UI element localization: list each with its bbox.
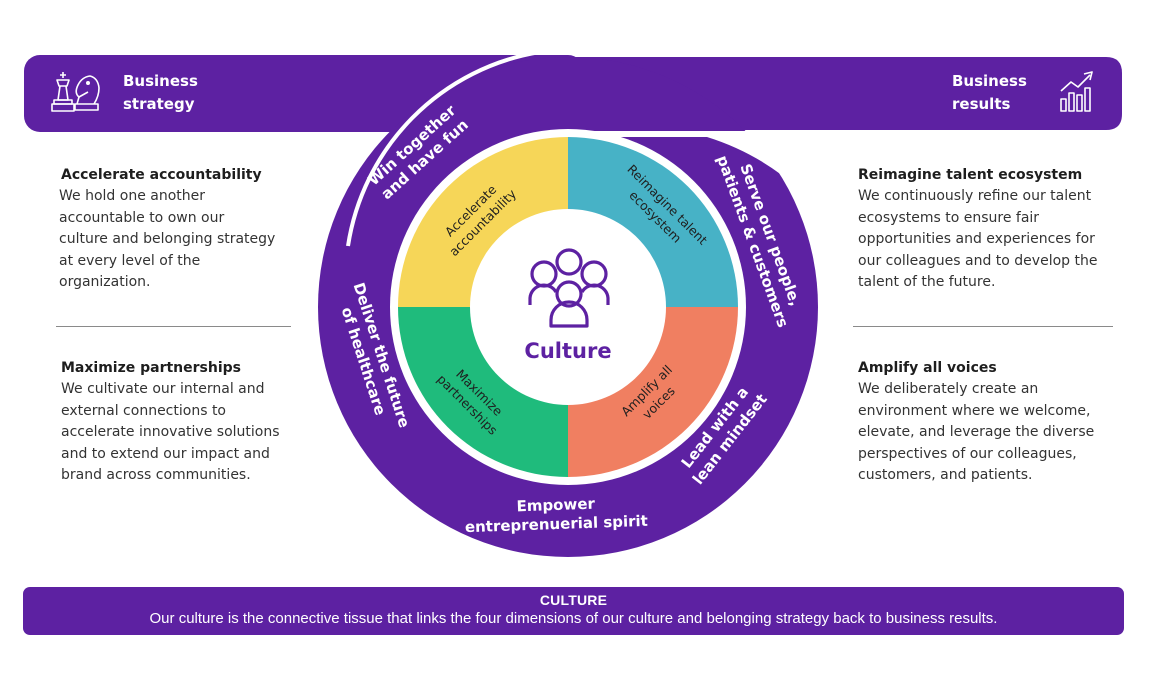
- card-body-line: ecosystems to ensure fair: [858, 209, 1040, 226]
- right-card-amplify-all-voices: Amplify all voices We deliberately creat…: [858, 360, 1128, 487]
- card-body-line: customers, and patients.: [858, 467, 1033, 483]
- card-body-line: and to extend our impact and: [61, 445, 270, 462]
- left-card-maximize-partnerships: Maximize partnerships We cultivate our i…: [61, 360, 301, 487]
- card-body: We hold one another accountable to own o…: [59, 186, 299, 294]
- card-body-line: opportunities and experiences for: [858, 231, 1095, 247]
- footer-title: CULTURE: [539, 592, 608, 608]
- card-title: Amplify all voices: [858, 360, 997, 376]
- right-divider: [853, 326, 1113, 327]
- card-body-line: We hold one another: [59, 188, 206, 204]
- card-body-line: accountable to own our: [59, 209, 225, 226]
- card-body: We continuously refine our talent ecosys…: [858, 186, 1128, 294]
- card-title: Accelerate accountability: [61, 167, 262, 183]
- growth-chart-icon: [1060, 71, 1093, 112]
- card-body-line: We cultivate our internal and: [61, 381, 265, 397]
- ring-label-empower-line1: Empower: [516, 495, 596, 516]
- business-strategy-label: Business strategy: [123, 70, 198, 116]
- business-strategy-line1: Business: [123, 72, 198, 90]
- business-results-label: Business results: [952, 70, 1027, 116]
- footer-body: Our culture is the connective tissue tha…: [149, 610, 998, 627]
- card-title: Reimagine talent ecosystem: [858, 167, 1083, 183]
- card-body-line: elevate, and leverage the diverse: [858, 424, 1095, 440]
- right-card-reimagine-talent-ecosystem: Reimagine talent ecosystem We continuous…: [858, 167, 1128, 294]
- chess-pieces-icon: [51, 72, 100, 112]
- center-label: Culture: [524, 339, 611, 363]
- card-body-line: perspectives of our colleagues,: [858, 445, 1077, 462]
- business-results-line2: results: [952, 95, 1011, 113]
- card-body-line: our colleagues and to develop the: [858, 252, 1098, 269]
- card-body-line: at every level of the: [59, 252, 201, 269]
- culture-footer-banner: CULTURE Our culture is the connective ti…: [23, 587, 1124, 635]
- card-body-line: environment where we welcome,: [858, 402, 1091, 419]
- card-title: Maximize partnerships: [61, 360, 241, 376]
- card-body-line: organization.: [59, 274, 151, 290]
- card-body-line: We deliberately create an: [858, 381, 1039, 397]
- card-body: We cultivate our internal and external c…: [61, 379, 301, 487]
- card-body: We deliberately create an environment wh…: [858, 379, 1128, 487]
- left-divider: [56, 326, 291, 327]
- ring-notch: [707, 137, 800, 190]
- card-body-line: talent of the future.: [858, 274, 996, 290]
- business-strategy-line2: strategy: [123, 95, 195, 113]
- card-body-line: external connections to: [61, 402, 226, 419]
- card-body-line: accelerate innovative solutions: [61, 424, 280, 440]
- business-results-line1: Business: [952, 72, 1027, 90]
- people-group-icon: [528, 248, 610, 328]
- card-body-line: culture and belonging strategy: [59, 231, 276, 247]
- card-body-line: We continuously refine our talent: [858, 188, 1092, 204]
- left-card-accelerate-accountability: Accelerate accountability We hold one an…: [59, 167, 299, 294]
- card-body-line: brand across communities.: [61, 467, 251, 483]
